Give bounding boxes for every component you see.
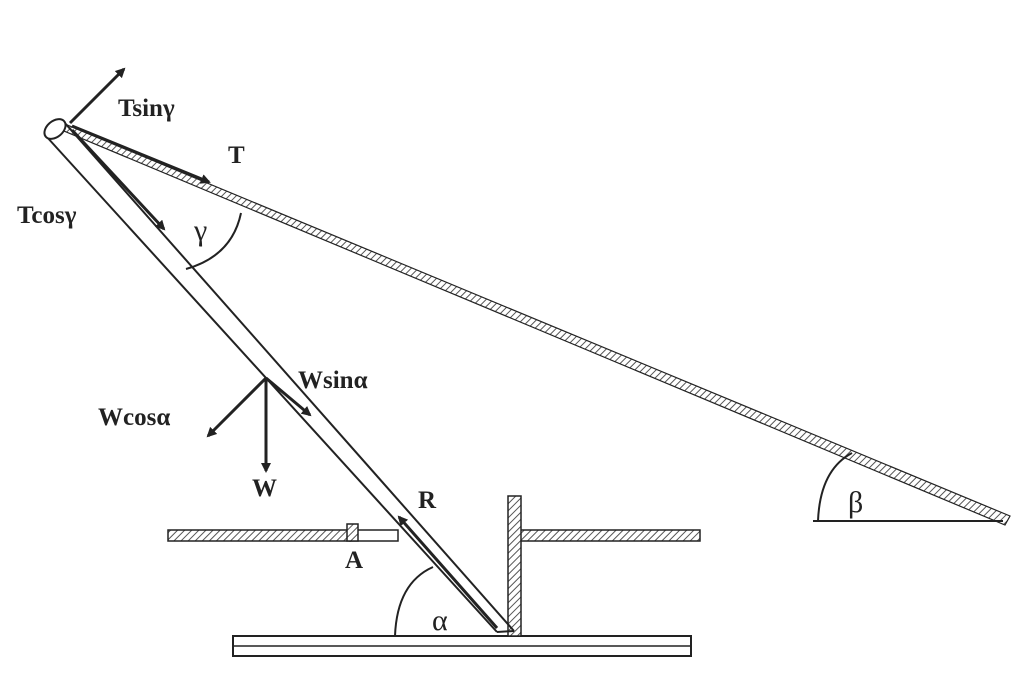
label-gamma: γ [193, 214, 207, 247]
vertical-post [507, 495, 522, 637]
guide-bar [167, 523, 701, 542]
label-w: W [252, 475, 277, 502]
pole [43, 118, 515, 633]
beta-arc [817, 452, 853, 522]
label-t-cos-gamma: Tcosγ [17, 202, 77, 229]
label-beta: β [848, 486, 863, 519]
label-r: R [418, 487, 437, 514]
t-sin-gamma-arrow [68, 67, 126, 125]
w-cos-alpha-arrow [206, 376, 268, 438]
base-plate [232, 635, 692, 657]
label-t-sin-gamma: Tsinγ [118, 95, 175, 122]
t-arrow [71, 124, 211, 184]
r-arrow [397, 515, 499, 629]
label-t: T [228, 142, 245, 169]
pole-end-cap [43, 118, 67, 140]
label-w-sin-alpha: Wsinα [298, 367, 368, 394]
force-vectors [68, 67, 499, 629]
label-w-cos-alpha: Wcosα [98, 404, 170, 431]
w-sin-alpha-arrow [265, 376, 312, 417]
t-cos-gamma-arrow [70, 128, 166, 231]
label-alpha: α [432, 604, 448, 637]
cable [58, 120, 1011, 526]
gamma-arc [185, 212, 242, 270]
label-a: A [345, 547, 363, 574]
alpha-arc [394, 566, 434, 637]
